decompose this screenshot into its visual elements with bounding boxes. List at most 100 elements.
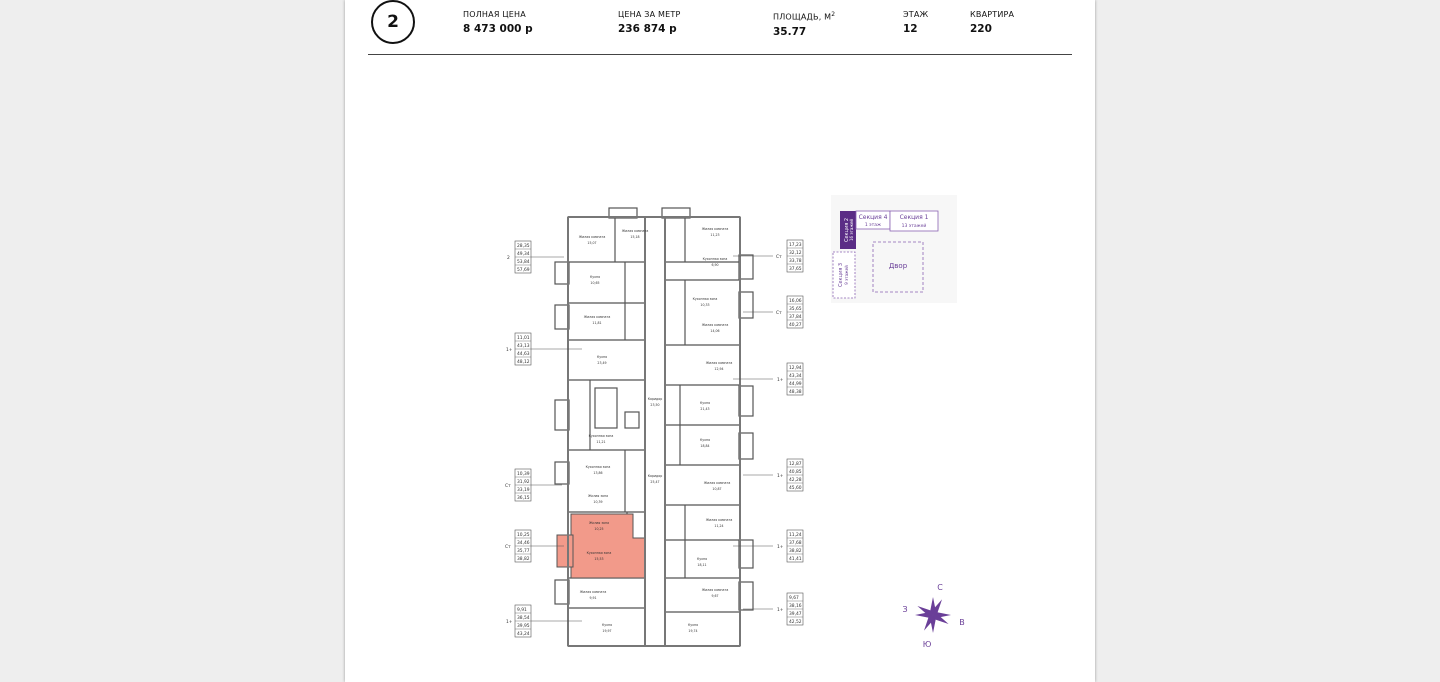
area-unit-sup: 2 [831,11,836,18]
legend-area: 39,95 [517,623,530,629]
legend-type: 2 [507,255,510,261]
floor-label: ЭТАЖ [903,10,929,19]
room-label: 10,39 [593,500,602,504]
legend-area: 37,84 [789,314,802,320]
room-label: 10,33 [700,303,709,307]
room-label: Коридор [648,397,663,401]
rooms-count-badge: 2 [371,0,415,44]
legend-area: 42,52 [789,619,802,625]
legend-area: 43,24 [517,631,530,637]
legend-type: 1+ [506,619,513,625]
section1-block [889,210,939,232]
building-walls [554,207,754,647]
legend-type: Ст [776,254,782,260]
room-label: Жилая комната [579,235,606,239]
yard-block [872,241,924,293]
room-label: 15,18 [630,235,639,239]
room-label: Кухонная зона [703,257,728,261]
legend-area: 48,38 [789,389,802,395]
room-label: Кухонная зона [587,551,612,555]
room-label: Кухонная зона [586,465,611,469]
legend-area: 40,85 [789,469,802,475]
legend-area: 9,67 [789,595,799,601]
room-label: Жилая комната [580,590,607,594]
legend-area: 57,69 [517,267,530,273]
legend-box-right: 1+ 12,87 40,85 42,28 45,60 [743,458,804,492]
key-plan: Секция 4 1 этаж Секция 1 13 этажей Секци… [831,195,957,303]
legend-box-left: Ст 10,25 34,46 35,77 38,82 [505,529,564,563]
apartment-value: 220 [970,23,992,35]
yard-label: Двор [889,262,908,270]
room-label: Кухня [700,438,710,442]
room-label: Кухня [697,557,707,561]
legend-type: 1+ [777,377,784,383]
legend-area: 17,23 [789,242,802,248]
legend-box-left: 1+ 9,91 38,54 39,95 43,24 [506,604,582,638]
room-label: 18,84 [700,444,709,448]
legend-area: 36,15 [517,495,530,501]
legend-area: 41,41 [789,556,802,562]
room-label: Коридор [648,474,663,478]
legend-area: 38,82 [517,556,530,562]
room-label: 19,97 [602,629,611,633]
legend-area: 43,13 [517,343,530,349]
legend-type: 1+ [506,347,513,353]
room-label: Жилая комната [706,361,733,365]
room-label: Жилая комната [702,588,729,592]
section1-label: Секция 1 [900,214,929,221]
floor-plan: Жилая комната 15,07 Жилая комната 15,18 … [505,195,965,649]
legend-type: Ст [776,310,782,316]
room-label: Кухня [700,401,710,405]
room-label: 15,53 [594,557,603,561]
legend-area: 48,12 [517,359,530,365]
legend-box-right: 1+ 12,94 43,34 44,99 48,38 [733,362,804,396]
room-label: Кухонная зона [693,297,718,301]
legend-left: 2 28,35 49,34 53,84 57,69 1+ 11,01 43,13… [505,240,582,638]
room-label: 23,50 [650,403,659,407]
room-label: 11,23 [710,233,719,237]
room-label: 23,49 [597,361,606,365]
header-divider [368,54,1072,55]
legend-area: 43,34 [789,373,802,379]
room-label: Кухня [590,275,600,279]
legend-type: 1+ [777,607,784,613]
legend-area: 12,94 [789,365,802,371]
price-per-meter-field: ЦЕНА ЗА МЕТР 236 874 р [618,10,681,36]
legend-area: 16,06 [789,298,802,304]
legend-area: 32,12 [789,250,802,256]
legend-area: 34,46 [517,540,530,546]
legend-area: 10,39 [517,471,530,477]
listing-sheet: 2 ПОЛНАЯ ЦЕНА 8 473 000 р ЦЕНА ЗА МЕТР 2… [345,0,1095,682]
legend-box-right: 1+ 9,67 38,16 39,47 42,52 [743,592,804,626]
room-label: 21,43 [700,407,709,411]
room-label: 11,24 [714,524,723,528]
room-label: Жилая зона [588,494,608,498]
room-label: Жилая комната [706,518,733,522]
legend-type: 1+ [777,473,784,479]
legend-area: 40,27 [789,322,802,328]
legend-area: 38,54 [517,615,530,621]
room-label: Жилая комната [702,323,729,327]
price-per-meter-label: ЦЕНА ЗА МЕТР [618,10,681,19]
price-per-meter-value: 236 874 р [618,23,677,35]
wall-details [567,216,741,647]
area-value: 35.77 [773,25,807,38]
compass-icon: С Ю З В [902,583,964,649]
room-label: Жилая комната [622,229,649,233]
section3-floors: 9 этажей [844,265,849,285]
room-label: 11,21 [596,440,605,444]
room-label: Жилая комната [704,481,731,485]
section1-floors: 13 этажей [902,222,927,229]
legend-area: 49,34 [517,251,530,257]
legend-area: 33,19 [517,487,530,493]
room-labels: Жилая комната 15,07 Жилая комната 15,18 … [579,227,733,633]
apartment-field: КВАРТИРА 220 [970,10,1014,36]
price-field: ПОЛНАЯ ЦЕНА 8 473 000 р [463,10,533,36]
legend-type: Ст [505,544,511,550]
room-label: Жилая комната [702,227,729,231]
legend-area: 11,24 [789,532,802,538]
room-label: 15,07 [587,241,596,245]
price-value: 8 473 000 р [463,23,533,35]
legend-box-left: 1+ 11,01 43,13 44,63 48,12 [506,332,582,366]
floor-field: ЭТАЖ 12 [903,10,928,36]
